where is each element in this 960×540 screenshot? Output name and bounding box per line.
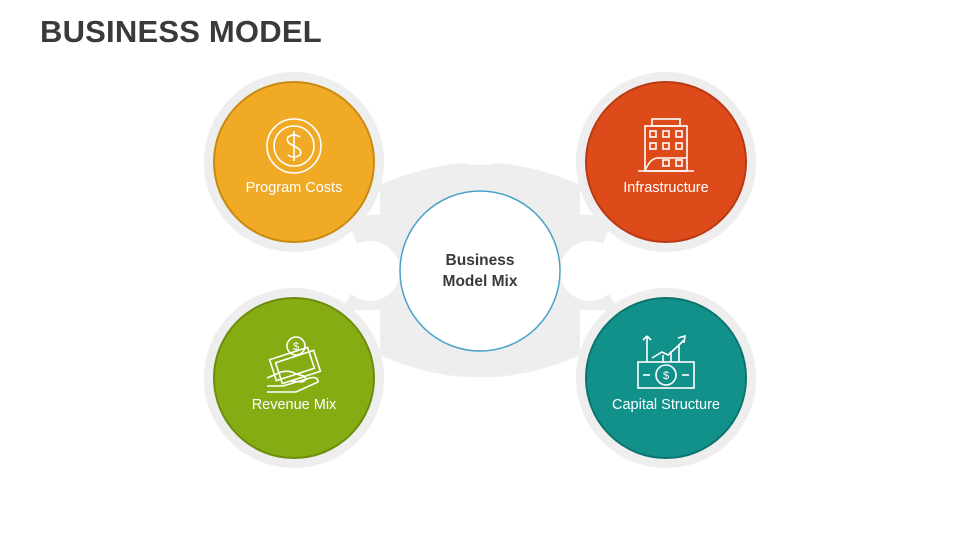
- node-program-costs: [214, 82, 374, 242]
- growth-chart-icon: $: [637, 334, 695, 389]
- center-label-line1: Business: [445, 252, 515, 269]
- node-label-capital-structure: Capital Structure: [612, 397, 720, 413]
- node-capital-structure: [586, 298, 746, 458]
- svg-text:$: $: [293, 341, 299, 353]
- building-icon: [638, 118, 694, 172]
- center-circle: [399, 190, 561, 352]
- center-label-line2: Model Mix: [442, 273, 518, 290]
- svg-text:$: $: [663, 370, 669, 382]
- node-infrastructure: [586, 82, 746, 242]
- node-label-revenue-mix: Revenue Mix: [251, 397, 337, 413]
- node-label-program-costs: Program Costs: [245, 180, 343, 196]
- node-label-infrastructure: Infrastructure: [623, 180, 709, 196]
- money-hand-icon: $: [266, 336, 322, 393]
- center-label: Business Model Mix: [400, 250, 560, 292]
- node-revenue-mix: [214, 298, 374, 458]
- page-title: BUSINESS MODEL: [40, 14, 322, 49]
- dollar-coin-icon: [266, 118, 322, 174]
